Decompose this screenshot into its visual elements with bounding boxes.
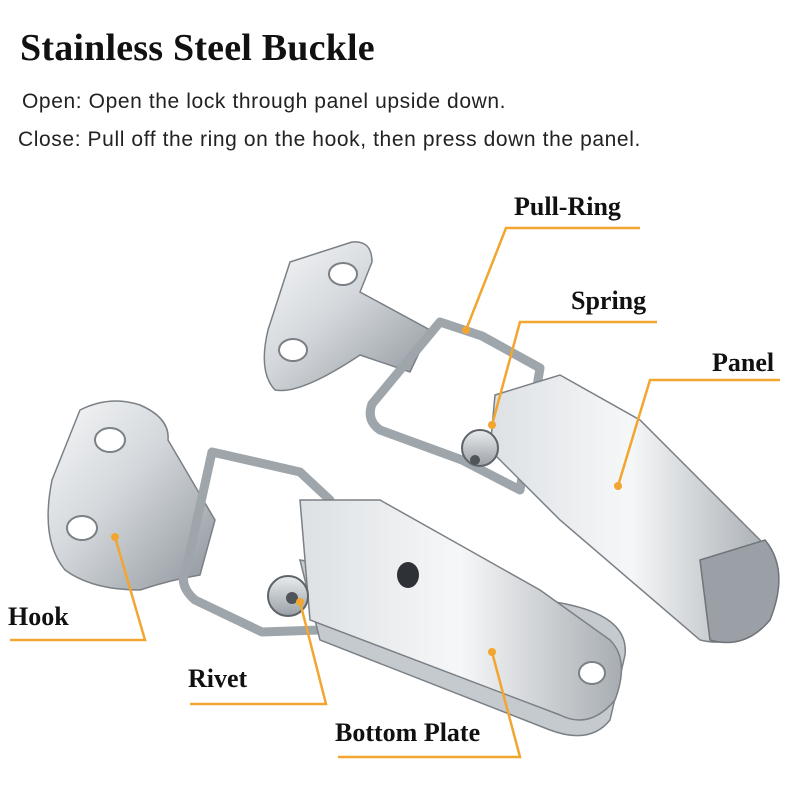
rivet-leader: [190, 601, 328, 706]
leader-lines: [10, 226, 780, 759]
label-hook: Hook: [8, 602, 69, 631]
front-panel-hole: [397, 562, 419, 588]
panel-leader-dot: [614, 482, 622, 490]
spring-leader-dot: [488, 421, 496, 429]
bottom-plate-leader-dot: [488, 648, 496, 656]
front-rivet: [286, 592, 298, 604]
hook-leader-dot: [111, 533, 119, 541]
label-panel: Panel: [712, 348, 775, 377]
front-hook-hole-1: [94, 427, 126, 453]
front-bottom-plate-hole: [578, 661, 606, 685]
back-hook-hole-1: [328, 262, 358, 286]
hook-leader: [10, 536, 147, 642]
front-panel: [299, 499, 623, 721]
close-instruction: Close: Pull off the ring on the hook, th…: [18, 128, 641, 151]
pull-ring-leader-dot: [462, 326, 470, 334]
back-rivet: [470, 455, 480, 465]
front-latch: [47, 400, 626, 737]
spring-leader: [490, 320, 657, 426]
back-latch: [263, 241, 780, 644]
open-instruction: Open: Open the lock through panel upside…: [22, 90, 507, 113]
label-rivet: Rivet: [188, 664, 248, 693]
label-spring: Spring: [571, 286, 647, 315]
front-hook-plate: [47, 400, 216, 591]
label-bottom-plate: Bottom Plate: [335, 718, 481, 747]
back-panel-tip: [699, 539, 780, 644]
back-hook-hole-2: [278, 338, 308, 362]
label-pull-ring: Pull-Ring: [514, 192, 621, 221]
panel-leader: [616, 378, 780, 487]
back-spring-coil: [461, 429, 499, 467]
page-title: Stainless Steel Buckle: [20, 27, 375, 69]
bottom-plate-leader: [338, 651, 522, 759]
pull-ring-leader: [464, 226, 640, 331]
front-hook-hole-2: [66, 515, 98, 541]
rivet-leader-dot: [296, 598, 304, 606]
